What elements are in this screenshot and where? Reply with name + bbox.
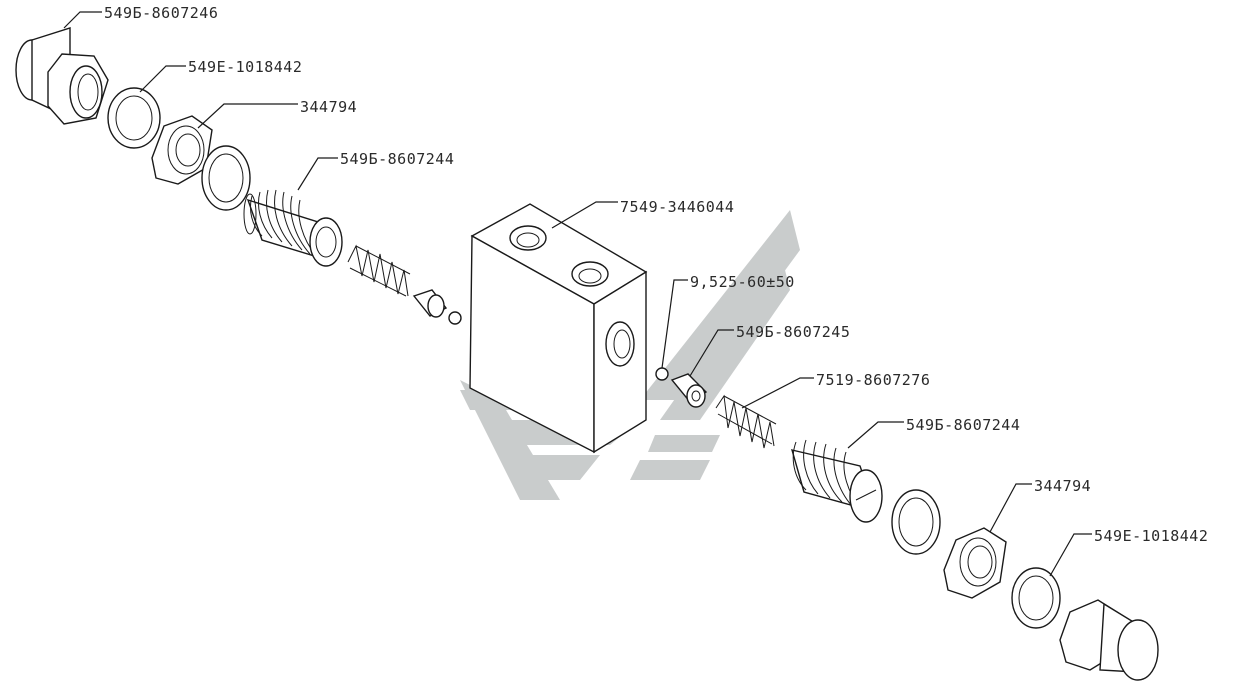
callout-label: 9,525-60±50 (690, 273, 795, 291)
callout-label: 549Б-8607245 (736, 323, 850, 341)
valve-body-block (469, 203, 648, 454)
threaded-sleeve-2 (790, 439, 883, 523)
callout-label: 549Б-8607244 (340, 150, 454, 168)
washer-4 (1011, 567, 1061, 629)
washer-2 (201, 145, 251, 211)
valve-plunger-2 (670, 373, 708, 408)
callout-label: 549Б-8607244 (906, 416, 1020, 434)
callout-label: 549Б-8607246 (104, 4, 218, 22)
valve-plunger-1 (412, 289, 462, 325)
callout-labels: 549Б-8607246 549Е-1018442 344794 549Б-86… (104, 4, 1208, 545)
spring-1 (347, 244, 411, 297)
callout-label: 7549-3446044 (620, 198, 734, 216)
callout-label: 549Е-1018442 (188, 58, 302, 76)
washer-3 (891, 489, 941, 555)
ball (655, 367, 669, 381)
callout-label: 549Е-1018442 (1094, 527, 1208, 545)
spring-2 (715, 394, 777, 449)
threaded-sleeve-1 (243, 189, 343, 267)
washer-1 (107, 87, 161, 149)
callout-label: 7519-8607276 (816, 371, 930, 389)
hex-nut-2 (943, 527, 1007, 599)
leader-lines (63, 11, 1092, 577)
callout-label: 344794 (300, 98, 357, 116)
hex-nut-1 (151, 115, 213, 185)
callout-label: 344794 (1034, 477, 1091, 495)
cap-nut-bottom-right (1059, 599, 1159, 681)
cap-nut-top-left (15, 27, 109, 125)
